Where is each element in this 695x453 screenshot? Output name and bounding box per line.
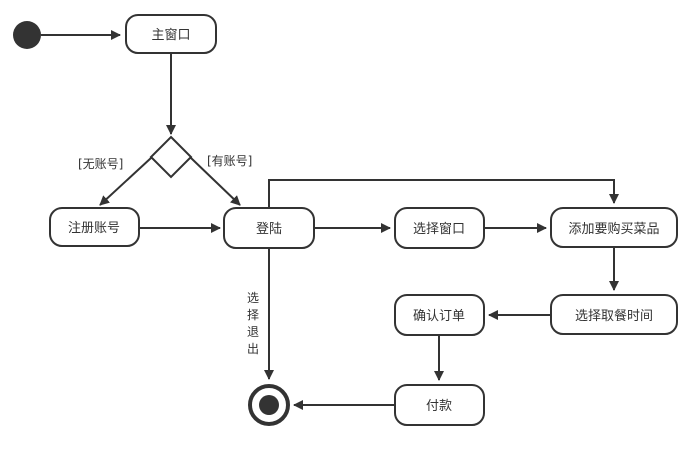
exit-label: 选 择 退 出 xyxy=(247,291,259,356)
node-add-dishes: 添加要购买菜品 xyxy=(550,207,678,248)
node-confirm-order: 确认订单 xyxy=(394,294,485,336)
final-node xyxy=(248,384,290,426)
initial-node xyxy=(13,21,41,49)
node-login-label: 登陆 xyxy=(256,221,282,237)
decision-node xyxy=(149,135,193,179)
guard-has-account: [有账号] xyxy=(207,154,252,168)
exit-label-char: 选 xyxy=(247,291,259,305)
exit-label-char: 出 xyxy=(247,342,259,356)
node-confirm-order-label: 确认订单 xyxy=(413,309,465,324)
node-select-time: 选择取餐时间 xyxy=(550,294,678,335)
node-select-window-label: 选择窗口 xyxy=(413,221,465,237)
node-login: 登陆 xyxy=(223,207,315,249)
node-select-time-label: 选择取餐时间 xyxy=(575,308,653,324)
edge-decision-to-login xyxy=(190,157,241,206)
node-pay: 付款 xyxy=(394,384,485,426)
edge-login-to-add-dishes xyxy=(268,179,619,208)
node-main-window: 主窗口 xyxy=(125,14,217,54)
node-pay-label: 付款 xyxy=(426,399,452,414)
node-add-dishes-label: 添加要购买菜品 xyxy=(568,221,659,237)
node-main-window-label: 主窗口 xyxy=(151,27,190,43)
node-register: 注册账号 xyxy=(49,207,140,247)
exit-label-char: 退 xyxy=(247,325,259,339)
edge-decision-to-register xyxy=(99,157,152,206)
exit-label-char: 择 xyxy=(247,308,259,322)
guard-no-account: [无账号] xyxy=(78,157,123,171)
node-select-window: 选择窗口 xyxy=(394,207,485,249)
node-register-label: 注册账号 xyxy=(68,221,120,236)
